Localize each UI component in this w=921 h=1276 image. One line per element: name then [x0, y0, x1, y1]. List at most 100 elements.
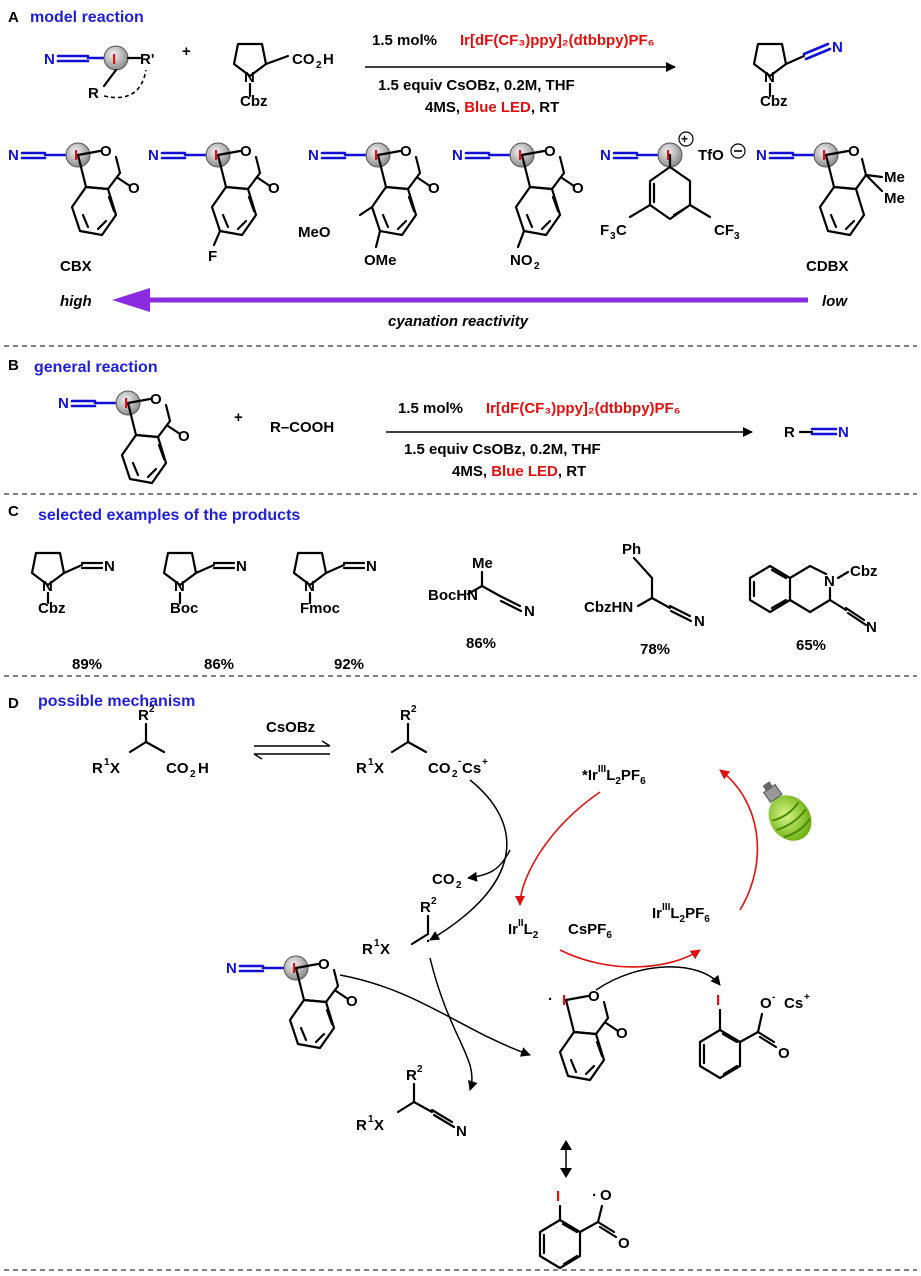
- svg-text:1: 1: [374, 938, 380, 949]
- svg-text:O: O: [346, 993, 358, 1010]
- svg-text:R: R: [356, 1117, 367, 1134]
- svg-text:+: +: [681, 132, 688, 146]
- light-bulb-icon: [762, 781, 812, 841]
- reagent-cbx: N I O O CBX: [8, 141, 140, 275]
- base-label: CsOBz: [266, 719, 315, 736]
- svg-text:-: -: [458, 756, 461, 767]
- svg-text:Ph: Ph: [622, 541, 641, 558]
- svg-text:OMe: OMe: [364, 252, 397, 269]
- svg-text:2: 2: [431, 896, 437, 907]
- svg-text:O: O: [268, 180, 280, 197]
- svg-text:O: O: [600, 1187, 612, 1204]
- svg-text:N: N: [58, 395, 69, 412]
- reagent-nitro: N I O O NO 2: [452, 141, 584, 272]
- svg-text:N: N: [8, 147, 19, 164]
- svg-text:H: H: [323, 51, 334, 68]
- svg-text:N: N: [756, 147, 767, 164]
- reactivity-caption: cyanation reactivity: [388, 313, 529, 330]
- svg-text:H: H: [198, 760, 209, 777]
- yield-5: 78%: [640, 641, 670, 658]
- svg-text:Cs: Cs: [462, 760, 481, 777]
- svg-text:N: N: [304, 578, 315, 595]
- svg-text:CO: CO: [166, 760, 189, 777]
- aryl-carboxyl-radical: I · O O: [538, 1187, 630, 1270]
- conditions-b-2: 4MS, Blue LED, RT: [452, 463, 586, 480]
- cbx-reagent-d: N I O O: [226, 954, 358, 1050]
- yield-6: 65%: [796, 637, 826, 654]
- svg-text:R: R: [406, 1067, 417, 1084]
- svg-text:BocHN: BocHN: [428, 587, 478, 604]
- catalyst-loading-b: 1.5 mol%: [398, 400, 463, 417]
- svg-text:N: N: [366, 558, 377, 575]
- svg-text:Cbz: Cbz: [760, 93, 788, 110]
- svg-text:3: 3: [610, 231, 616, 242]
- svg-text:2: 2: [316, 60, 322, 71]
- svg-text:Me: Me: [472, 555, 493, 572]
- svg-text:I: I: [716, 992, 720, 1009]
- svg-text:CO: CO: [428, 760, 451, 777]
- section-a-letter: A: [8, 9, 19, 26]
- reduction-arrow: [595, 966, 721, 991]
- carboxylic-acid-b: R–COOH: [270, 419, 334, 436]
- svg-text:N: N: [236, 558, 247, 575]
- iodine-label: I: [112, 51, 116, 68]
- reagent-fluoro: N I O O F: [148, 141, 280, 265]
- cspf6-label: CsPF6: [568, 921, 612, 941]
- section-d-letter: D: [8, 695, 19, 712]
- svg-text:CbzHN: CbzHN: [584, 599, 633, 616]
- svg-text:R: R: [356, 760, 367, 777]
- svg-text:O: O: [588, 988, 600, 1005]
- svg-text:O: O: [178, 428, 190, 445]
- svg-text:N: N: [452, 147, 463, 164]
- svg-text:I: I: [562, 992, 566, 1009]
- conditions-a-2: 4MS, Blue LED, RT: [425, 99, 559, 116]
- svg-text:·: ·: [426, 933, 431, 950]
- product-c-1: N N Cbz 89%: [30, 551, 115, 673]
- svg-text:C: C: [616, 222, 627, 239]
- section-b-letter: B: [8, 357, 19, 374]
- conditions-a-1: 1.5 equiv CsOBz, 0.2M, THF: [378, 77, 575, 94]
- svg-text:N: N: [226, 960, 237, 977]
- label-cbx: CBX: [60, 258, 92, 275]
- svg-text:R: R: [362, 941, 373, 958]
- catalyst-b: Ir[dF(CF₃)ppy]₂(dtbbpy)PF₆: [486, 400, 681, 417]
- svg-text:R: R: [92, 760, 103, 777]
- product-c-3: N N Fmoc 92%: [292, 551, 377, 673]
- svg-text:O: O: [128, 180, 140, 197]
- yield-1: 89%: [72, 656, 102, 673]
- svg-text:I: I: [214, 147, 218, 164]
- svg-text:O: O: [616, 1025, 628, 1042]
- nitrile-n-label: N: [44, 51, 55, 68]
- section-d-heading: possible mechanism: [38, 693, 195, 710]
- svg-text:N: N: [832, 39, 843, 56]
- decarboxylation-arrow: [429, 779, 508, 941]
- label-cdbx: CDBX: [806, 258, 849, 275]
- section-c-heading: selected examples of the products: [38, 507, 300, 524]
- excited-catalyst: *IrIIIL2PF6: [582, 764, 646, 787]
- svg-text:Boc: Boc: [170, 600, 198, 617]
- svg-text:2: 2: [190, 769, 196, 780]
- svg-text:N: N: [174, 578, 185, 595]
- svg-text:N: N: [308, 147, 319, 164]
- svg-text:I: I: [374, 147, 378, 164]
- svg-text:Cbz: Cbz: [850, 563, 878, 580]
- svg-text:Cbz: Cbz: [38, 600, 66, 617]
- svg-text:Cs: Cs: [784, 995, 803, 1012]
- svg-text:X: X: [374, 760, 384, 777]
- product-c-5: Ph N CbzHN 78%: [584, 541, 705, 658]
- conditions-b-1: 1.5 equiv CsOBz, 0.2M, THF: [404, 441, 601, 458]
- svg-text:1: 1: [368, 1114, 374, 1125]
- svg-text:·: ·: [592, 1187, 597, 1204]
- product-a: N N Cbz: [752, 39, 843, 110]
- ground-catalyst: IrIIIL2PF6: [652, 902, 710, 925]
- yield-4: 86%: [466, 635, 496, 652]
- svg-text:F: F: [208, 248, 217, 265]
- svg-text:N: N: [866, 619, 877, 636]
- svg-text:R: R: [400, 707, 411, 724]
- svg-text:N: N: [824, 573, 835, 590]
- reagent-dimethoxy: N I O O MeO OMe: [298, 141, 440, 269]
- svg-text:I: I: [822, 147, 826, 164]
